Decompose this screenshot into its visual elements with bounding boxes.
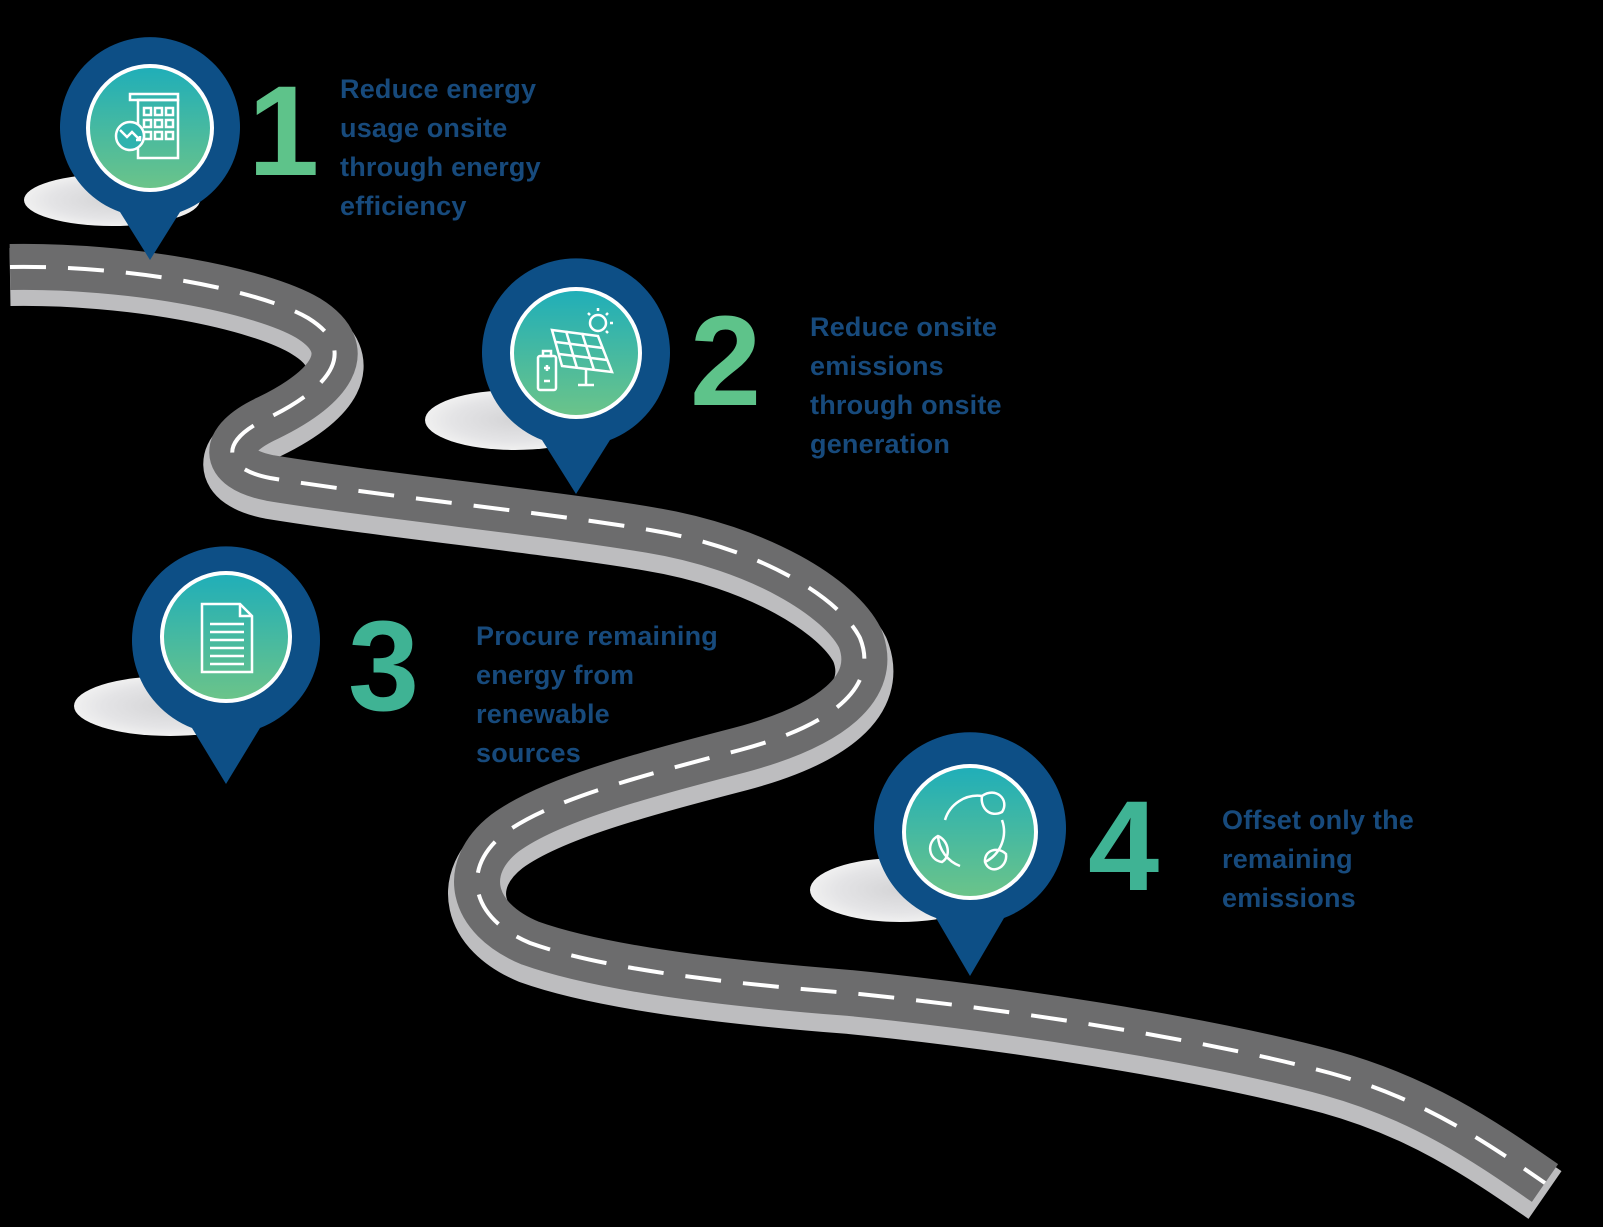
step-2-number: 2 — [690, 290, 762, 433]
step-4-number: 4 — [1088, 775, 1160, 918]
step-2-text: Reduce onsite emissions through onsite g… — [810, 308, 1002, 464]
step-1-line: efficiency — [340, 191, 467, 221]
winding-road — [9, 243, 1562, 1219]
step-1-line: through energy — [340, 152, 541, 182]
step-2-line: through onsite — [810, 390, 1002, 420]
step-3-number: 3 — [348, 595, 420, 738]
step-1-text: Reduce energy usage onsite through energ… — [340, 70, 541, 226]
step-1-line: Reduce energy — [340, 74, 537, 104]
step-4-line: Offset only the — [1222, 805, 1415, 835]
step-3-text: Procure remaining energy from renewable … — [476, 617, 718, 773]
step-3-pin — [74, 546, 320, 784]
step-2-line: Reduce onsite — [810, 312, 998, 342]
step-3-line: sources — [476, 738, 581, 768]
step-2-pin — [425, 258, 670, 494]
step-1-pin — [24, 37, 241, 261]
step-2-line: generation — [810, 429, 951, 459]
step-4-line: remaining — [1222, 844, 1353, 874]
step-3-line: energy from — [476, 660, 635, 690]
step-2-line: emissions — [810, 351, 944, 381]
step-1-number: 1 — [248, 60, 320, 203]
step-3-line: renewable — [476, 699, 610, 729]
step-3-line: Procure remaining — [476, 621, 718, 651]
document-icon — [200, 602, 254, 674]
step-4-text: Offset only the remaining emissions — [1222, 801, 1414, 918]
step-4-pin — [810, 732, 1067, 976]
solar-panel-battery-icon — [536, 308, 614, 392]
building-efficiency-icon — [114, 92, 180, 160]
recycle-leaves-icon — [929, 791, 1008, 871]
step-4-line: emissions — [1222, 883, 1356, 913]
step-1-line: usage onsite — [340, 113, 508, 143]
road-lane-markings — [9, 264, 1547, 1185]
